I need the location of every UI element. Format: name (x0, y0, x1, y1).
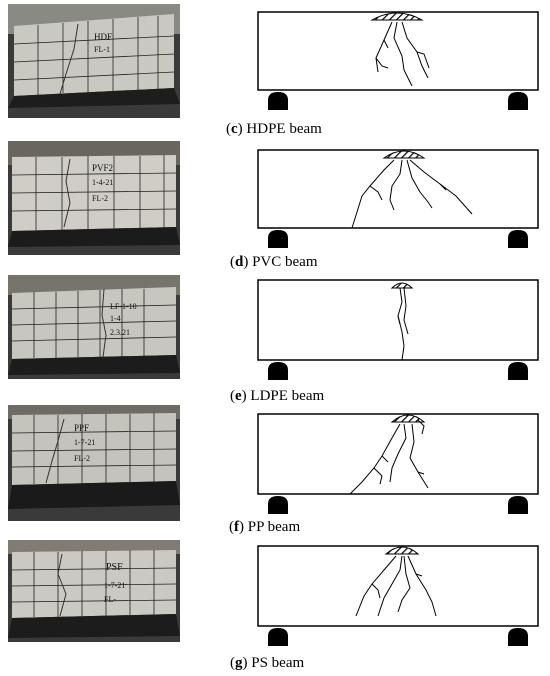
specimen-mark-1: PPF (74, 423, 89, 433)
caption-f: (f) PP beam (229, 519, 301, 535)
specimen-mark-1: HDF (94, 32, 112, 42)
hdpe-beam-photo: HDF FL-1 (8, 4, 180, 118)
specimen-mark-2: 1-4 (110, 314, 121, 323)
specimen-mark-3: 2.3.21 (110, 328, 130, 337)
specimen-mark-2: 1-7-21 (74, 438, 95, 447)
pp-crack-diagram (252, 408, 546, 514)
specimen-mark-3: FL-2 (74, 454, 90, 463)
specimen-mark-2: 1-4-21 (92, 178, 113, 187)
specimen-mark-3: FL-2 (92, 194, 108, 203)
specimen-mark-3: FL- (104, 595, 116, 604)
ps-crack-diagram (252, 540, 546, 646)
specimen-mark-2: 1-7-21 (104, 581, 125, 590)
hdpe-crack-diagram (252, 8, 546, 112)
specimen-mark-2: FL-1 (94, 45, 110, 54)
pp-beam-photo: PPF 1-7-21 FL-2 (8, 405, 180, 521)
caption-g: (g) PS beam (230, 655, 305, 671)
specimen-mark-1: PSF (106, 562, 123, 573)
specimen-mark-1: PVF2 (92, 163, 113, 173)
ldpe-beam-photo: LF-1-10 1-4 2.3.21 (8, 275, 180, 379)
pvc-beam-photo: PVF2 1-4-21 FL-2 (8, 141, 180, 255)
ldpe-crack-diagram (252, 276, 546, 380)
caption-e: (e) LDPE beam (230, 388, 325, 404)
caption-d: (d) PVC beam (230, 254, 318, 270)
ps-beam-photo: PSF 1-7-21 FL- (8, 540, 180, 642)
specimen-mark-1: LF-1-10 (110, 302, 137, 311)
pvc-crack-diagram (252, 144, 546, 248)
caption-c: (c) HDPE beam (226, 121, 322, 137)
